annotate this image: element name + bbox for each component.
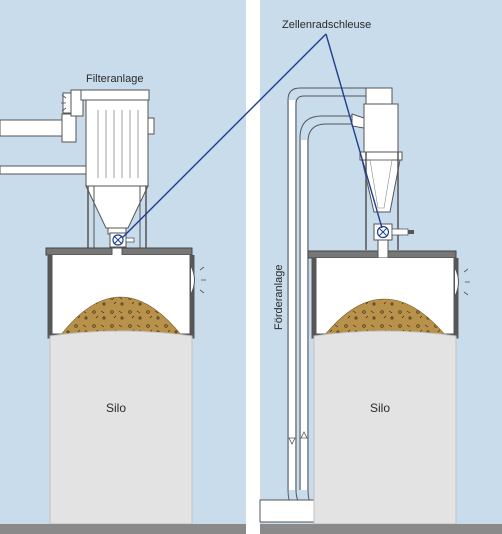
rotary-valve-icon [109, 232, 135, 248]
filter-unit [61, 89, 155, 248]
left-floor [0, 524, 246, 534]
conveyor-plant-label: Förderanlage [273, 265, 285, 330]
leader-lines [121, 33, 383, 239]
right-bulk-material [323, 298, 447, 337]
sensor-icon [190, 265, 206, 295]
right-silo-body [313, 330, 457, 525]
sensor-icon [454, 267, 470, 297]
cyclone-separator [351, 87, 403, 250]
right-scene [259, 87, 502, 534]
rotary-valve-label: Zellenradschleuse [282, 19, 371, 31]
right-floor [260, 524, 502, 534]
panel-divider [246, 0, 260, 534]
rotary-valve-icon [373, 223, 414, 241]
left-scene [0, 89, 246, 534]
left-bulk-material [59, 296, 183, 337]
left-silo-body [49, 330, 193, 525]
pipe-arrow-icon [288, 431, 308, 445]
left-silo-label: Silo [106, 401, 126, 415]
filter-plant-label: Filteranlage [86, 73, 143, 85]
left-inlet-pipes [0, 113, 87, 175]
right-silo-label: Silo [370, 401, 390, 415]
conveyor-pipe [287, 87, 374, 519]
